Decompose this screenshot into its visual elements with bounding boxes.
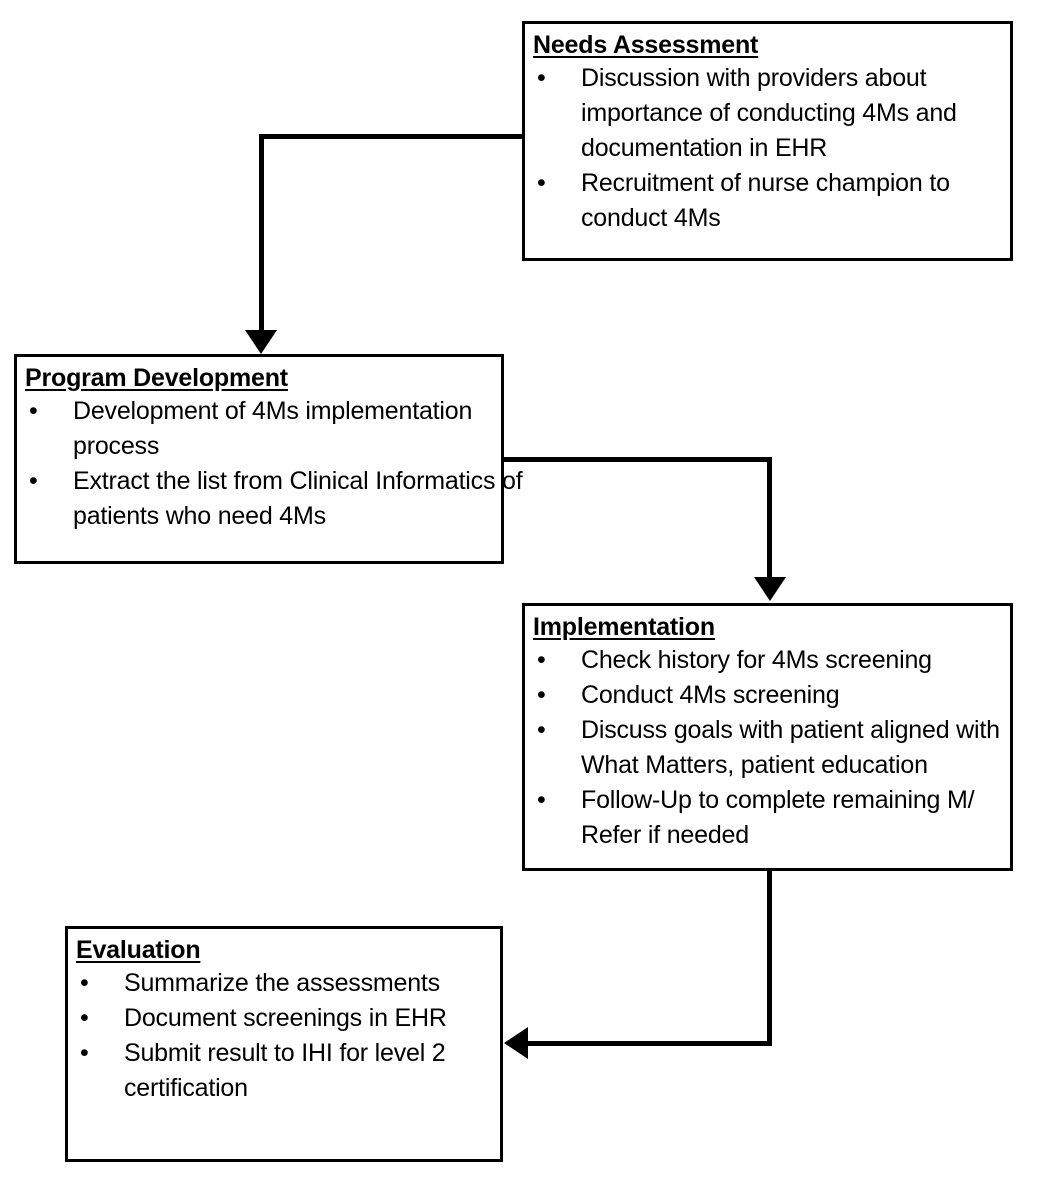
- arrow-head-implementation-to-evaluation: [504, 1027, 528, 1059]
- bullet-text: Check history for 4Ms screening: [581, 646, 932, 674]
- list-item: • Follow-Up to complete remaining M/ Ref…: [533, 783, 1011, 853]
- bullet-list-evaluation: • Summarize the assessments • Document s…: [76, 966, 501, 1106]
- bullet-list-needs-assessment: • Discussion with providers about import…: [533, 61, 1011, 236]
- list-item: • Discussion with providers about import…: [533, 61, 1011, 166]
- bullet-icon: •: [537, 681, 546, 709]
- box-title-program-development: Program Development: [25, 364, 288, 392]
- list-item: • Conduct 4Ms screening: [533, 678, 1011, 713]
- bullet-icon: •: [537, 646, 546, 674]
- bullet-icon: •: [80, 1039, 89, 1067]
- bullet-icon: •: [80, 969, 89, 997]
- bullet-text: Discussion with providers about importan…: [581, 64, 957, 162]
- box-title-evaluation: Evaluation: [76, 936, 201, 964]
- box-content-needs-assessment: Needs Assessment • Discussion with provi…: [533, 30, 1011, 236]
- box-title-needs-assessment: Needs Assessment: [533, 31, 759, 59]
- list-item: • Submit result to IHI for level 2 certi…: [76, 1036, 501, 1106]
- bullet-text: Conduct 4Ms screening: [581, 681, 840, 709]
- arrow-head-needs-to-program: [245, 330, 277, 354]
- connector-program-to-implementation-vertical: [767, 457, 772, 577]
- connector-needs-to-program-vertical: [259, 134, 264, 330]
- bullet-text: Follow-Up to complete remaining M/ Refer…: [581, 786, 975, 849]
- list-item: • Check history for 4Ms screening: [533, 643, 1011, 678]
- list-item: • Summarize the assessments: [76, 966, 501, 1001]
- list-item: • Development of 4Ms implementation proc…: [25, 394, 525, 464]
- bullet-icon: •: [537, 64, 546, 92]
- bullet-text: Document screenings in EHR: [124, 1004, 447, 1032]
- connector-implementation-to-evaluation-vertical: [767, 868, 772, 1046]
- list-item: • Discuss goals with patient aligned wit…: [533, 713, 1011, 783]
- flow-box-needs-assessment[interactable]: Needs Assessment • Discussion with provi…: [522, 21, 1013, 261]
- list-item: • Extract the list from Clinical Informa…: [25, 464, 525, 534]
- box-content-program-development: Program Development • Development of 4Ms…: [25, 363, 525, 534]
- bullet-text: Discuss goals with patient aligned with …: [581, 716, 1000, 779]
- arrow-head-program-to-implementation: [754, 577, 786, 601]
- box-content-implementation: Implementation • Check history for 4Ms s…: [533, 612, 1011, 853]
- bullet-text: Submit result to IHI for level 2 certifi…: [124, 1039, 446, 1102]
- connector-needs-to-program-horizontal: [259, 134, 527, 139]
- flow-box-evaluation[interactable]: Evaluation • Summarize the assessments •…: [65, 926, 503, 1162]
- bullet-list-implementation: • Check history for 4Ms screening • Cond…: [533, 643, 1011, 853]
- box-title-implementation: Implementation: [533, 613, 715, 641]
- bullet-text: Development of 4Ms implementation proces…: [73, 397, 473, 460]
- bullet-icon: •: [80, 1004, 89, 1032]
- bullet-icon: •: [537, 786, 546, 814]
- bullet-icon: •: [537, 716, 546, 744]
- flow-box-program-development[interactable]: Program Development • Development of 4Ms…: [14, 354, 523, 564]
- bullet-list-program-development: • Development of 4Ms implementation proc…: [25, 394, 525, 534]
- box-content-evaluation: Evaluation • Summarize the assessments •…: [76, 935, 501, 1106]
- bullet-text: Extract the list from Clinical Informati…: [73, 467, 523, 530]
- flow-box-implementation[interactable]: Implementation • Check history for 4Ms s…: [522, 603, 1013, 871]
- bullet-icon: •: [537, 169, 546, 197]
- connector-program-to-implementation-horizontal: [500, 457, 772, 462]
- bullet-text: Summarize the assessments: [124, 969, 440, 997]
- list-item: • Recruitment of nurse champion to condu…: [533, 166, 1011, 236]
- connector-implementation-to-evaluation-horizontal: [528, 1041, 772, 1046]
- list-item: • Document screenings in EHR: [76, 1001, 501, 1036]
- bullet-icon: •: [29, 397, 38, 425]
- bullet-text: Recruitment of nurse champion to conduct…: [581, 169, 950, 232]
- bullet-icon: •: [29, 467, 38, 495]
